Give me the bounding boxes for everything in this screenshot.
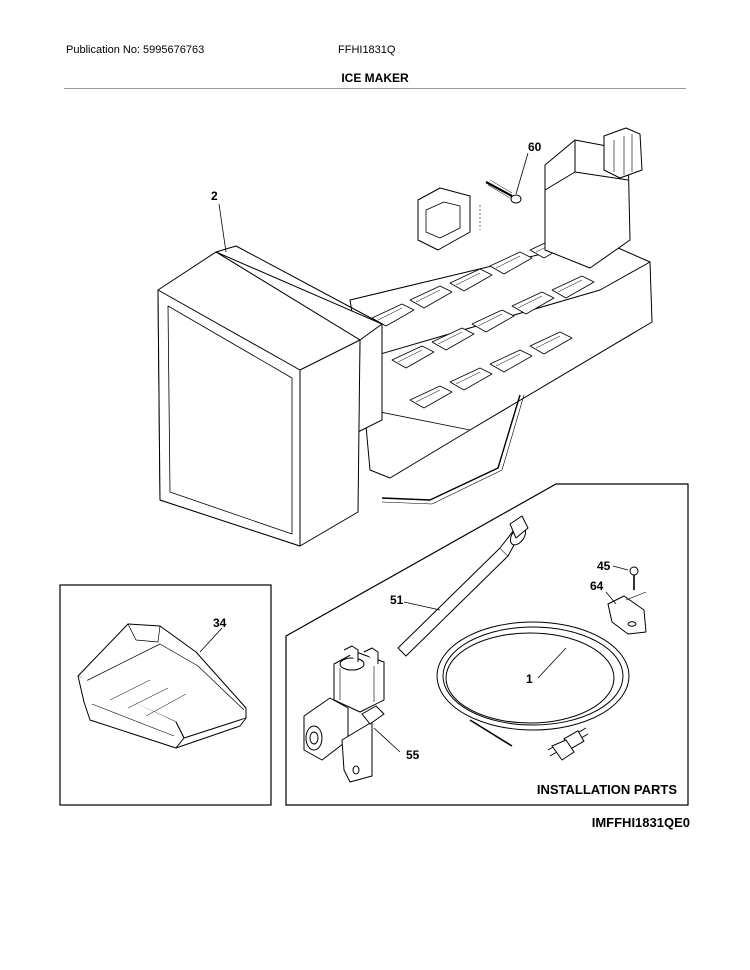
clamp-64 (607, 591, 647, 635)
ice-maker-assembly (157, 127, 653, 547)
leader-lines-main (218, 152, 529, 253)
leader-51 (403, 601, 441, 611)
leader-34 (199, 627, 223, 653)
ice-bin (77, 623, 247, 749)
leader-45 (612, 565, 629, 571)
ice-bin-frame (59, 584, 272, 806)
screw-45 (629, 566, 639, 590)
callout-60: 60 (528, 140, 542, 154)
publication-number: Publication No: 5995676763 (66, 44, 205, 56)
screw-60 (479, 179, 522, 230)
leader-1 (537, 647, 567, 679)
callout-45: 45 (597, 559, 611, 573)
callout-64: 64 (590, 579, 604, 593)
leader-64 (605, 591, 617, 605)
water-line-1 (436, 621, 630, 761)
diagram-code: IMFFHI1831QE0 (591, 815, 690, 830)
callout-51: 51 (390, 593, 404, 607)
fill-tube-51 (397, 515, 529, 657)
leader-55 (373, 727, 401, 753)
model-number: FFHI1831Q (338, 44, 396, 56)
callout-34: 34 (213, 616, 227, 630)
callout-1: 1 (526, 672, 533, 686)
callout-2: 2 (211, 189, 218, 203)
page-title: ICE MAKER (341, 71, 409, 85)
installation-parts-frame (285, 483, 689, 806)
callout-55: 55 (406, 748, 420, 762)
water-valve-55 (303, 645, 385, 783)
installation-parts-label: INSTALLATION PARTS (537, 782, 677, 797)
header-divider (64, 88, 686, 89)
